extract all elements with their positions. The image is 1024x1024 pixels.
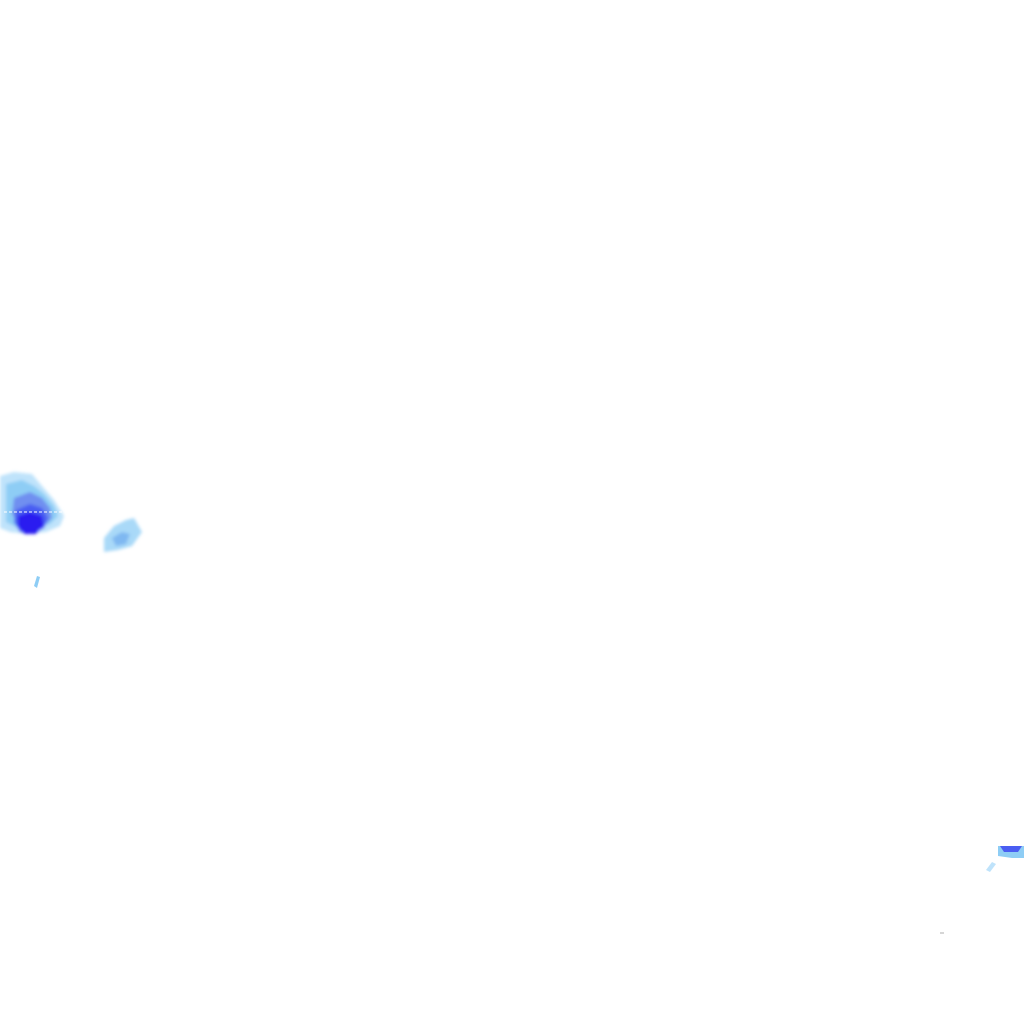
- echo-heavy-band: [1000, 846, 1022, 852]
- echo-light-band: [986, 862, 996, 872]
- echo-intense-core: [18, 512, 44, 534]
- radar-echo-west-satellite-cell: [104, 518, 142, 552]
- map-speck: [940, 932, 944, 934]
- radar-echo-west-cell: [0, 472, 64, 534]
- radar-echo-west-speck: [34, 576, 40, 588]
- radar-echo-southeast-cell: [986, 846, 1024, 872]
- echo-medium-band: [112, 532, 130, 546]
